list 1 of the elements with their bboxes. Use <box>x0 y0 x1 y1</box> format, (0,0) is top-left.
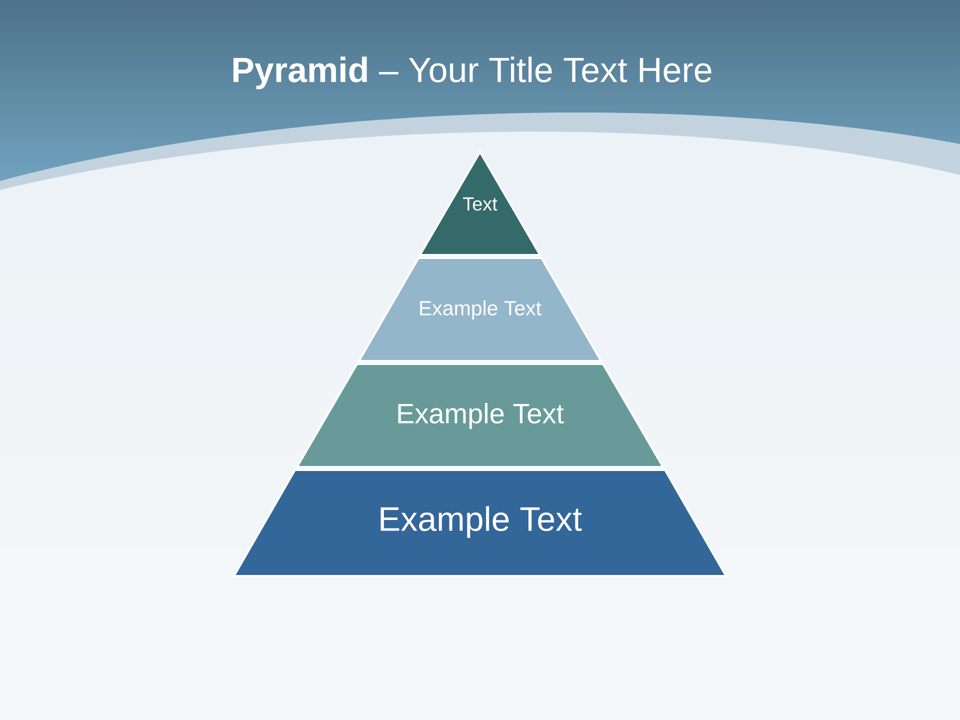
slide-title: Pyramid – Your Title Text Here <box>233 56 712 90</box>
